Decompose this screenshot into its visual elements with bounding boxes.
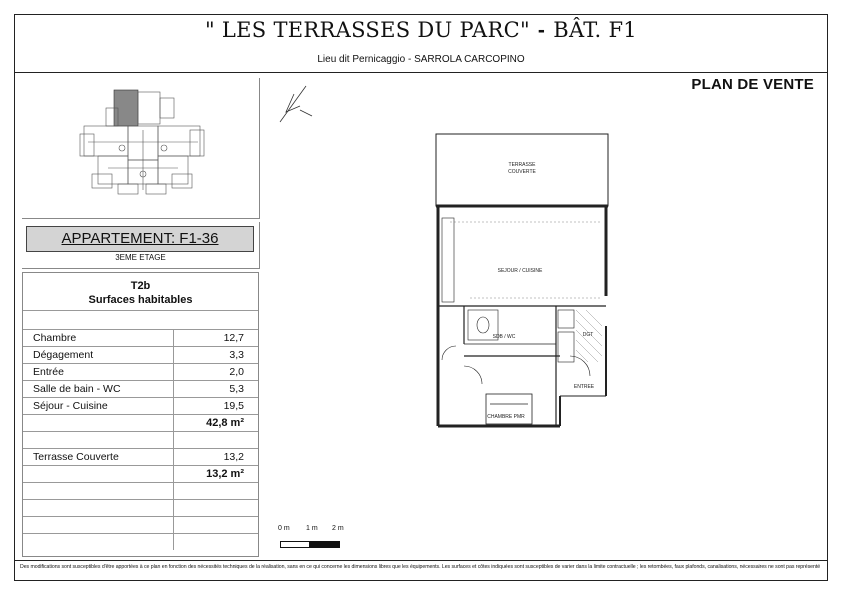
scale-segment-black xyxy=(310,541,340,548)
room-label-bedroom: CHAMBRE PMR xyxy=(487,414,525,420)
apartment-header: APPARTEMENT: F1-36 3EME ETAGE xyxy=(22,222,260,269)
surfaces-total: 42,8 m² xyxy=(206,417,244,429)
row-value: 2,0 xyxy=(229,366,244,378)
row-label: Séjour - Cuisine xyxy=(33,400,108,412)
total-row: 42,8 m² xyxy=(23,414,258,431)
room-label-bath: SDB / WC xyxy=(493,334,516,340)
table-row: Séjour - Cuisine 19,5 xyxy=(23,397,258,414)
table-row: Chambre 12,7 xyxy=(23,329,258,346)
scale-label: 0 m xyxy=(278,525,290,532)
table-row xyxy=(23,431,258,448)
annex-total: 13,2 m² xyxy=(206,468,244,480)
location-subtitle: Lieu dit Pernicaggio - SARROLA CARCOPINO xyxy=(317,54,525,65)
row-value: 3,3 xyxy=(229,349,244,361)
table-row: Dégagement 3,3 xyxy=(23,346,258,363)
apartment-floor: 3EME ETAGE xyxy=(115,253,166,262)
plan-type-label: PLAN DE VENTE xyxy=(691,76,814,93)
document-title: " LES TERRASSES DU PARC"-BÂT. F1 xyxy=(0,18,842,43)
row-label: Salle de bain - WC xyxy=(33,383,121,395)
surfaces-rows: Chambre 12,7 Dégagement 3,3 Entrée 2,0 Sall… xyxy=(23,329,258,550)
key-plan-drawing xyxy=(79,89,205,195)
disclaimer-text: Des modifications sont susceptibles d'êt… xyxy=(20,564,820,570)
room-label-terrace-2: COUVERTE xyxy=(508,169,536,175)
key-plan xyxy=(22,78,260,219)
room-label-living: SEJOUR / CUISINE xyxy=(498,268,543,274)
sheet-frame xyxy=(14,14,828,581)
table-row xyxy=(23,533,258,550)
row-value: 13,2 xyxy=(223,451,244,463)
north-arrow-icon xyxy=(272,82,322,128)
building-name: BÂT. F1 xyxy=(553,18,637,42)
row-value: 12,7 xyxy=(223,332,244,344)
table-row xyxy=(23,516,258,533)
floor-plan-drawing: TERRASSE COUVERTE SEJOUR / CUISINE SDB /… xyxy=(435,133,609,428)
table-row: Salle de bain - WC 5,3 xyxy=(23,380,258,397)
row-label: Entrée xyxy=(33,366,64,378)
apartment-banner: APPARTEMENT: F1-36 xyxy=(26,226,254,252)
apartment-type: T2b xyxy=(130,280,151,292)
table-row xyxy=(23,482,258,499)
table-row: Terrasse Couverte 13,2 xyxy=(23,448,258,465)
table-row xyxy=(23,499,258,516)
project-name: " LES TERRASSES DU PARC" xyxy=(205,18,530,42)
footer-divider xyxy=(14,560,828,561)
row-value: 19,5 xyxy=(223,400,244,412)
row-value: 5,3 xyxy=(229,383,244,395)
row-label: Chambre xyxy=(33,332,77,344)
table-row: Entrée 2,0 xyxy=(23,363,258,380)
surfaces-title: Surfaces habitables xyxy=(88,294,193,306)
surfaces-table: T2b Surfaces habitables Chambre 12,7 Déga… xyxy=(22,272,259,557)
total-row: 13,2 m² xyxy=(23,465,258,482)
scale-label: 2 m xyxy=(332,525,344,532)
room-label-terrace: TERRASSE xyxy=(509,162,537,168)
row-label: Dégagement xyxy=(33,349,94,361)
title-separator: - xyxy=(537,19,546,42)
table-heading: T2b Surfaces habitables xyxy=(23,279,258,307)
scale-bar: 0 m 1 m 2 m xyxy=(276,525,346,555)
room-label-dgt: DGT xyxy=(583,332,594,338)
scale-label: 1 m xyxy=(306,525,318,532)
row-label: Terrasse Couverte xyxy=(33,451,119,463)
scale-segment-white xyxy=(280,541,310,548)
room-label-entry: ENTREE xyxy=(574,384,595,390)
table-head-divider xyxy=(23,310,258,311)
apartment-name: APPARTEMENT: F1-36 xyxy=(61,230,219,247)
header-divider xyxy=(14,72,828,73)
floor-plan: TERRASSE COUVERTE SEJOUR / CUISINE SDB /… xyxy=(420,126,620,466)
